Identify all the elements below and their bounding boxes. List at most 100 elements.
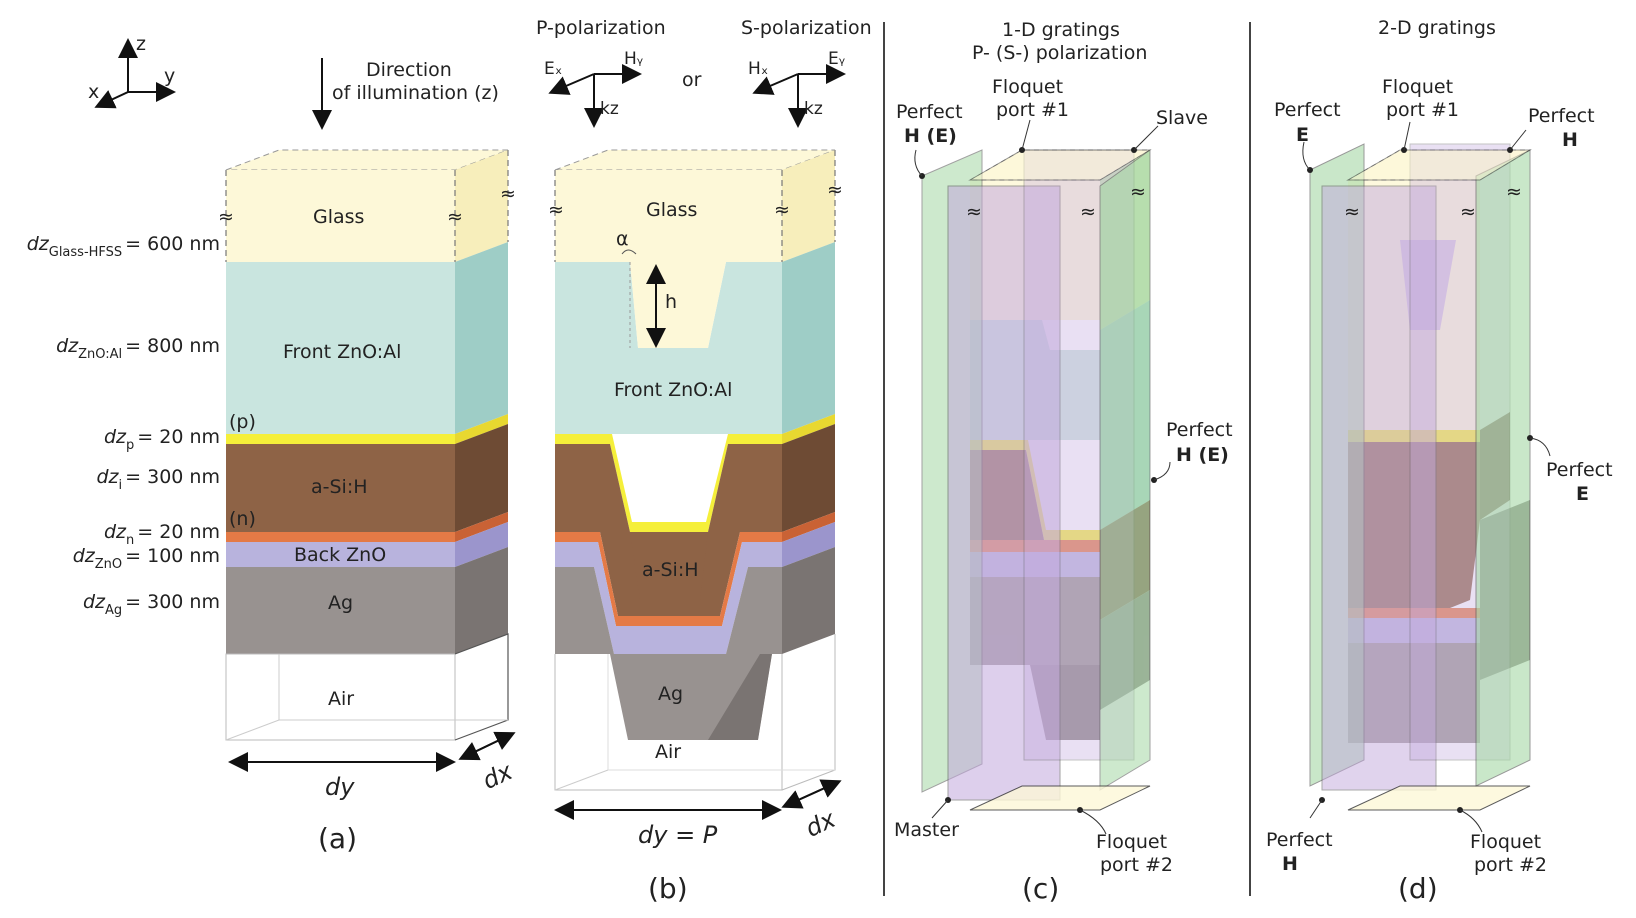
back-zno-front	[226, 542, 455, 567]
tilde-d3: ≈	[1506, 181, 1522, 203]
ag-b	[555, 567, 782, 740]
p-kz-label: kz	[600, 99, 619, 119]
n-layer-side	[455, 512, 508, 542]
perfect-e-plane-right	[1475, 149, 1531, 787]
ag-side	[455, 547, 508, 654]
d-floquet1-1: Floquet	[1382, 76, 1453, 98]
thickness-glass: dzGlass-HFSS= 600 nm	[27, 233, 220, 260]
c-master: Master	[894, 819, 959, 841]
c-slave: Slave	[1156, 107, 1208, 129]
air-label: Air	[328, 688, 354, 710]
d-perfect-h-tr-2: H	[1562, 129, 1578, 151]
s-hx-label: Hₓ	[748, 59, 768, 79]
c-perfect-left-1: Perfect	[896, 101, 963, 123]
floquet-port-2-c	[969, 785, 1151, 811]
alpha-label: α	[616, 228, 629, 250]
d-perfect-h-tr-1: Perfect	[1528, 105, 1595, 127]
d-title: 2-D gratings	[1378, 17, 1496, 39]
d-floquet2-1: Floquet	[1470, 831, 1541, 853]
s-polarization-icon: Hₓ Eᵧ kz	[748, 49, 846, 128]
c-floquet1-2: port #1	[996, 99, 1069, 121]
asi-side	[455, 424, 508, 532]
back-zno-label: Back ZnO	[294, 544, 386, 566]
glass-side	[455, 150, 508, 262]
h-label: h	[665, 291, 677, 313]
n-layer-front	[226, 532, 455, 542]
tilde-3: ≈	[500, 183, 516, 205]
tilde-2: ≈	[447, 206, 463, 228]
ag-front	[226, 567, 455, 654]
c-perfect-right-2: H (E)	[1176, 444, 1229, 466]
thickness-i: dzi= 300 nm	[97, 466, 221, 493]
floquet-port-2-d	[1347, 785, 1531, 811]
tilde-d2: ≈	[1460, 201, 1476, 223]
p-layer-b	[555, 434, 782, 532]
d-perfect-e-tl-2: E	[1296, 124, 1309, 146]
p-hy-label: Hᵧ	[624, 49, 644, 69]
front-zno-label: Front ZnO:Al	[283, 341, 401, 363]
d-floquet1-2: port #1	[1386, 99, 1459, 121]
p-label: (p)	[229, 411, 256, 433]
direction-label-2: of illumination (z)	[332, 82, 499, 104]
caption-b: (b)	[648, 872, 688, 905]
tilde-b3: ≈	[827, 179, 843, 201]
asi-label-b: a-Si:H	[642, 559, 699, 581]
caption-a: (a)	[318, 822, 357, 855]
front-zno-front	[226, 262, 455, 434]
c-floquet2-1: Floquet	[1096, 831, 1167, 853]
back-zno-side	[455, 522, 508, 567]
s-kz-label: kz	[804, 99, 823, 119]
panel-d: 2-D gratings Floq	[1266, 17, 1613, 905]
tilde-d1: ≈	[1344, 201, 1360, 223]
asi-b	[555, 444, 782, 616]
p-polarization-title: P-polarization	[536, 17, 666, 39]
asi-front	[226, 444, 455, 532]
caption-c: (c)	[1022, 872, 1059, 905]
thickness-p: dzp= 20 nm	[104, 426, 220, 453]
air-label-b: Air	[655, 741, 681, 763]
c-perfect-left-2: H (E)	[904, 125, 957, 147]
thickness-zno: dzZnO= 100 nm	[73, 545, 220, 572]
dx-label-b: dx	[801, 805, 840, 843]
c-title-2: P- (S-) polarization	[972, 42, 1147, 64]
d-perfect-e-r-2: E	[1576, 483, 1589, 505]
tilde-c2: ≈	[1080, 201, 1096, 223]
dx-label-a: dx	[478, 757, 517, 795]
c-floquet1-1: Floquet	[992, 76, 1063, 98]
panel-b: P-polarization S-polarization Eₓ Hᵧ kz o…	[536, 17, 872, 905]
p-polarization-icon: Eₓ Hᵧ kz	[544, 49, 644, 128]
dy-label-b: dy = P	[638, 821, 718, 849]
s-ey-label: Eᵧ	[828, 49, 846, 69]
axes-icon: z y x	[88, 33, 176, 109]
tilde-b2: ≈	[774, 199, 790, 221]
n-label: (n)	[229, 508, 256, 530]
p-layer-side	[455, 414, 508, 444]
ag-label: Ag	[328, 592, 353, 614]
d-perfect-e-tl-1: Perfect	[1274, 99, 1341, 121]
caption-d: (d)	[1398, 872, 1438, 905]
d-floquet2-2: port #2	[1474, 854, 1547, 876]
thickness-front: dzZnO:Al= 800 nm	[56, 335, 220, 362]
tilde-c1: ≈	[966, 201, 982, 223]
asi-label: a-Si:H	[311, 476, 368, 498]
d-perfect-e-r-1: Perfect	[1546, 459, 1613, 481]
front-zno-label-b: Front ZnO:Al	[614, 379, 732, 401]
p-ex-label: Eₓ	[544, 59, 562, 79]
n-layer-b	[555, 532, 782, 626]
axis-z-label: z	[136, 33, 146, 55]
panel-a: z y x Direction of illumination (z)	[27, 33, 518, 855]
axis-x-label: x	[88, 81, 99, 103]
direction-label-1: Direction	[366, 59, 452, 81]
thickness-ag: dzAg= 300 nm	[83, 591, 220, 618]
floquet-port-1-c	[968, 149, 1152, 181]
or-label: or	[682, 69, 702, 91]
perfect-plane-right	[1099, 149, 1151, 791]
floquet-port-1-d	[1346, 149, 1532, 181]
back-zno-b	[555, 542, 782, 654]
c-title-1: 1-D gratings	[1002, 19, 1120, 41]
axis-y-label: y	[164, 65, 175, 87]
dy-label-a: dy	[325, 773, 355, 801]
tilde-1: ≈	[218, 206, 234, 228]
c-perfect-right-1: Perfect	[1166, 419, 1233, 441]
